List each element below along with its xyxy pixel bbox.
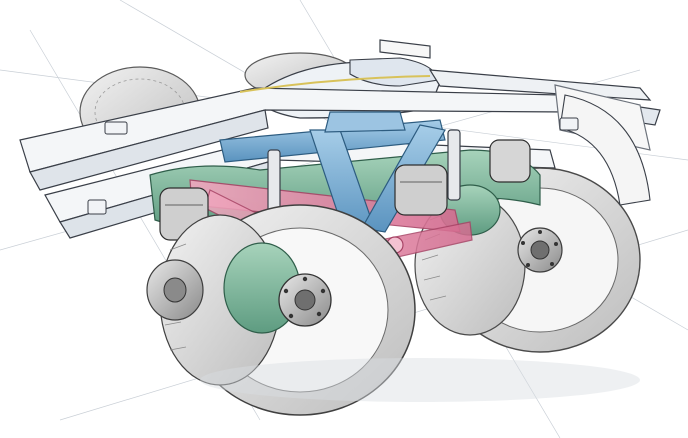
frame-accent-line: [239, 75, 431, 93]
wheel-hub-left: [146, 259, 204, 321]
mudguard: [559, 94, 651, 206]
front-wheel: [159, 204, 416, 416]
shock-absorbers: [267, 129, 461, 226]
air-springs: [159, 139, 531, 241]
ground-shadow: [200, 358, 640, 402]
mounting-brackets: [87, 117, 579, 215]
air-spring-rear: [489, 139, 531, 183]
air-spring-right: [394, 164, 448, 216]
rear-wheel-right: [414, 94, 651, 353]
